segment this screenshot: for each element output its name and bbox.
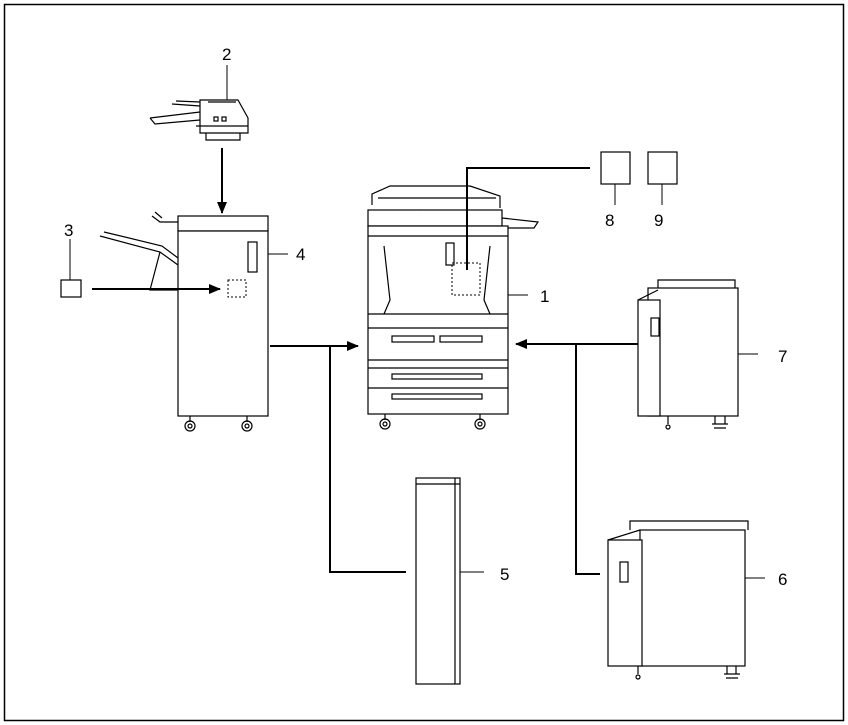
callout-9: 9 <box>654 211 663 230</box>
callout-1: 1 <box>540 287 549 306</box>
option-box-8 <box>600 151 631 185</box>
connector-unit-5 <box>329 346 406 573</box>
tall-unit <box>415 477 461 685</box>
connector-unit-6 <box>575 344 600 575</box>
document-feeder <box>149 99 249 141</box>
main-copier <box>367 185 540 430</box>
option-box-9 <box>647 151 678 185</box>
finisher-unit <box>99 211 269 432</box>
large-capacity-unit-6 <box>607 520 749 680</box>
callout-3: 3 <box>64 221 73 240</box>
large-capacity-unit-7 <box>637 279 739 430</box>
connector-option-to-copier <box>466 167 590 270</box>
callout-4: 4 <box>296 245 305 264</box>
callout-7: 7 <box>778 347 787 366</box>
callout-8: 8 <box>605 211 614 230</box>
callout-5: 5 <box>500 565 509 584</box>
punch-kit-slot <box>227 279 247 298</box>
callout-6: 6 <box>778 570 787 589</box>
diagram-frame <box>3 3 845 722</box>
callout-2: 2 <box>222 45 231 64</box>
punch-kit-box <box>60 279 82 298</box>
